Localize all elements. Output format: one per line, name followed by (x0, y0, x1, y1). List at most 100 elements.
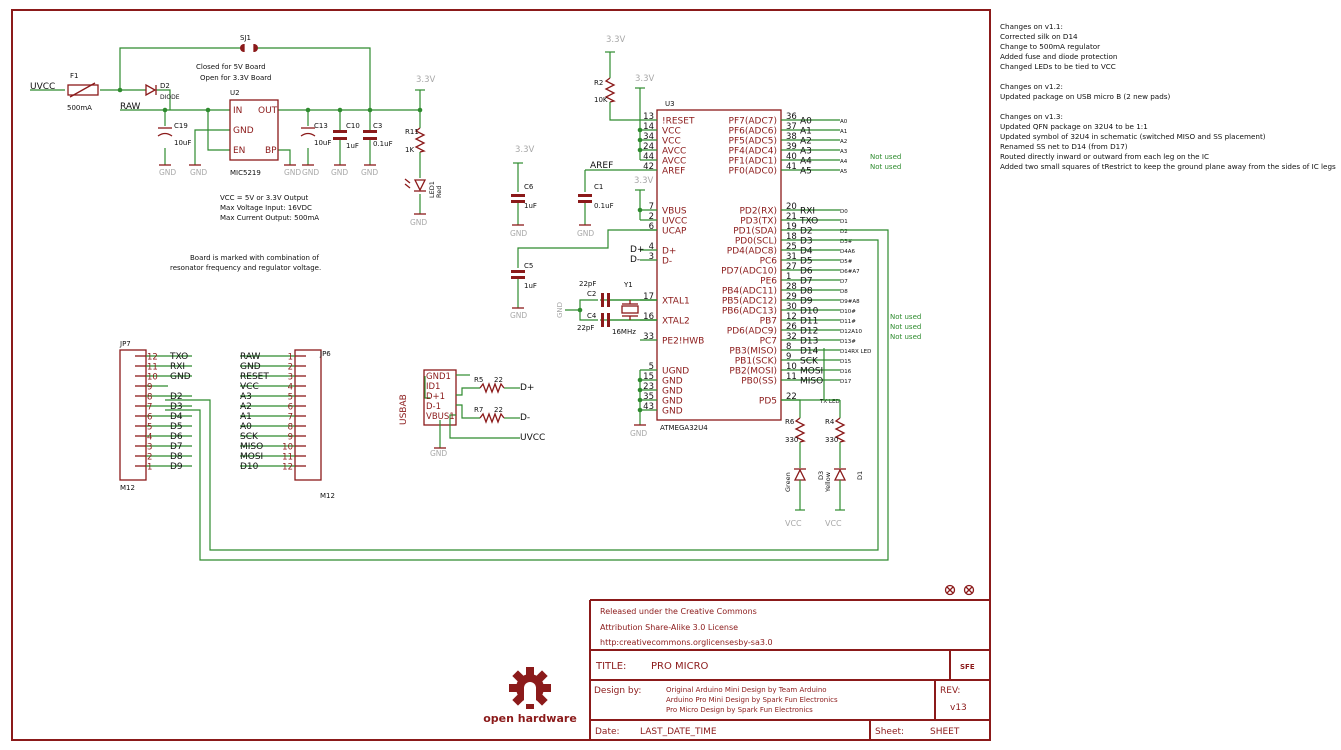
not-used-d11: Not used (890, 313, 921, 321)
vcc-d3: VCC (785, 519, 802, 528)
mcu-pin-name: !RESET (662, 117, 695, 127)
gnd-c3: GND (361, 168, 378, 177)
mcu-pin-name: PB3(MISO) (729, 347, 777, 357)
jp6-net-label: MISO (240, 442, 263, 452)
gnd-c5: GND (510, 311, 527, 320)
jp6-net-label: RAW (240, 352, 261, 362)
mcu-pin-name: PF0(ADC0) (729, 167, 777, 177)
gnd-usb: GND (430, 449, 447, 458)
mcu-pin-number: 39 (786, 142, 797, 152)
jp7-pin-number: 1 (147, 463, 152, 473)
jp7-pin-number: 12 (147, 353, 158, 363)
note-line: Updated QFN package on 32U4 to be 1:1 (1000, 122, 1148, 131)
sheet-frame (11, 9, 991, 741)
note-line: Renamed SS net to D14 (from D17) (1000, 142, 1128, 151)
usb-pin-id: ID1 (426, 382, 440, 392)
mcu-arduino-pin-label: D8 (840, 289, 848, 295)
mcu-arduino-pin-label: D16 (840, 369, 852, 375)
mcu-net-label: D10 (800, 307, 819, 317)
usb-pin-vbus: VBUS1 (426, 412, 455, 422)
mcu-net-label: D7 (800, 277, 813, 287)
mcu-pin-number: 44 (643, 152, 654, 162)
jp7-net-label: D8 (170, 452, 183, 462)
mcu-pin-name: PB2(MOSI) (729, 367, 777, 377)
mcu-pin-number: 32 (786, 332, 797, 342)
mcu-pin-name: PD1(SDA) (733, 227, 777, 237)
mcu-pin-number: 20 (786, 202, 797, 212)
design-label: Design by: (594, 686, 641, 696)
raw-net-label: RAW (120, 102, 141, 112)
title-block: Released under the Creative Commons Attr… (589, 584, 990, 740)
jp6-pin-number: 12 (282, 463, 293, 473)
jp7-label: JP7 (119, 340, 131, 348)
mcu-pin-number: 33 (643, 332, 654, 342)
jp6-pin-number: 9 (288, 433, 293, 443)
revision-notes: Changes on v1.1: Corrected silk on D14 C… (1000, 22, 1336, 172)
c10-label: C10 (346, 122, 360, 130)
date-value: LAST_DATE_TIME (640, 727, 717, 737)
mcu-pin-name: PB0(SS) (741, 377, 777, 387)
usb-label: USBAB (399, 394, 409, 425)
sfe-logo: SFE (960, 663, 975, 671)
mcu-pin-number: 14 (643, 122, 654, 132)
mcu-net-label: D5 (800, 257, 813, 267)
usb-dplus-net: D+ (520, 383, 534, 393)
mcu-net-label: D11 (800, 317, 818, 327)
note-line: Routed directly inward or outward from e… (1000, 152, 1210, 161)
jp6-net-label: A0 (240, 422, 252, 432)
license-line-3: http:creativecommons.orglicensesby-sa3.0 (600, 638, 773, 647)
not-used-d13: Not used (890, 333, 921, 341)
c13-label: C13 (314, 122, 328, 130)
mcu-pin-number: 23 (643, 382, 654, 392)
mcu-arduino-pin-label: D6#A7 (840, 269, 860, 275)
status-leds: R6 330 R4 330 D3 Green D1 Yellow VCC VCC (781, 348, 864, 528)
mcu-arduino-pin-label: D9#A8 (840, 299, 860, 305)
supply-3v3-vbus: 3.3V (634, 176, 654, 186)
d2-d3-return-wire (165, 229, 889, 561)
jp6-net-label: A1 (240, 412, 252, 422)
jp7-net-label: D3 (170, 402, 183, 412)
u2-pin-out: OUT (258, 106, 278, 116)
mcu-pin-number: 22 (786, 392, 797, 402)
u2-pin-gnd: GND (233, 126, 254, 136)
mcu-pin-name: PB4(ADC11) (722, 287, 777, 297)
jp6-net-label: GND (240, 362, 261, 372)
mcu-arduino-pin-label: D0 (840, 209, 848, 215)
c6-value: 1uF (524, 202, 537, 210)
supply-3v3-reg: 3.3V (416, 75, 436, 85)
c13-value: 10uF (314, 139, 331, 147)
c10-value: 1uF (346, 142, 359, 150)
mcu-pin-number: 38 (786, 132, 797, 142)
oshw-text: open hardware (483, 712, 577, 725)
spec-max-current: Max Current Output: 500mA (220, 214, 319, 222)
mcu-net-label: D14 (800, 347, 819, 357)
mcu-pin-number: 2 (649, 212, 654, 222)
design-credit-1: Original Arduino Mini Design by Team Ard… (666, 686, 827, 694)
usb-uvcc-net: UVCC (520, 433, 545, 443)
mcu-pin-name: PF5(ADC5) (729, 137, 777, 147)
mcu-net-label: D3 (800, 237, 813, 247)
mcu-pin-name: PF7(ADC7) (729, 117, 777, 127)
mcu-pin-name: PB1(SCK) (735, 357, 777, 367)
r2-value: 10K (594, 96, 608, 104)
not-used-d12: Not used (890, 323, 921, 331)
mcu-pin-number: 43 (643, 402, 654, 412)
c5-label: C5 (524, 262, 533, 270)
jp6-pin-number: 10 (282, 443, 293, 453)
supply-3v3-reset: 3.3V (606, 35, 626, 45)
jp6-pin-number: 3 (288, 373, 293, 383)
mcu-pin-name: PF4(ADC4) (729, 147, 777, 157)
r11-label: R11 (405, 128, 419, 136)
led1-value: Red (435, 186, 443, 198)
mcu-pin-name: AVCC (662, 147, 686, 157)
vcc-d1: VCC (825, 519, 842, 528)
mcu-pin-number: 35 (643, 392, 654, 402)
mcu-pin-number: 40 (786, 152, 797, 162)
mcu-pin-name: VCC (662, 127, 681, 137)
mcu-arduino-pin-label: D4A6 (840, 249, 855, 255)
jp6-pin-number: 11 (282, 453, 293, 463)
mcu-net-label: D9 (800, 297, 813, 307)
mcu-pin-name: D+ (662, 247, 676, 257)
mcu-pin-name: PD2(RX) (739, 207, 777, 217)
mcu-net-label: A1 (800, 127, 812, 137)
